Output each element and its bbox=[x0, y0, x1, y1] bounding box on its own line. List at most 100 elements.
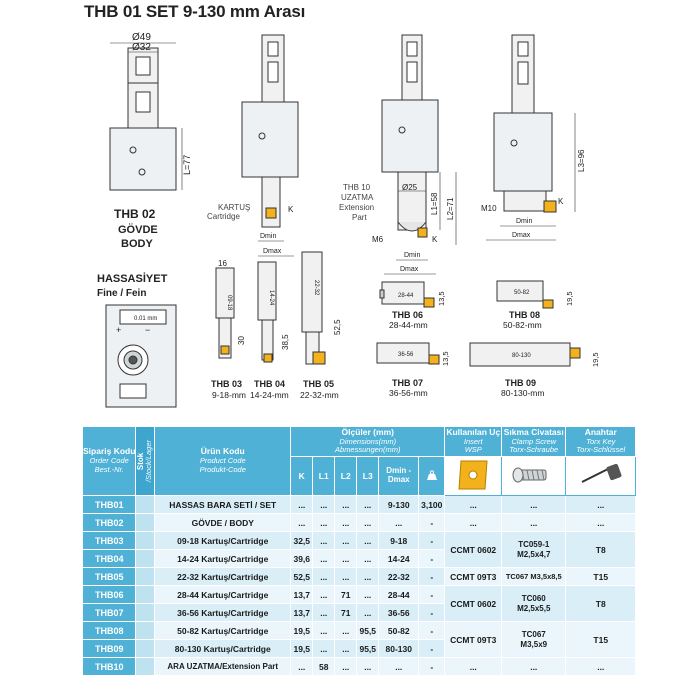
table-row: THB02 GÖVDE / BODY ... ... ... ... ... -… bbox=[81, 513, 637, 532]
screw-icon bbox=[512, 467, 547, 483]
cart07-h: 13,5 bbox=[441, 351, 450, 366]
cartridge-label-1: KARTUŞ bbox=[218, 203, 250, 212]
body-drawing bbox=[109, 47, 177, 191]
long-body-drawing bbox=[493, 34, 557, 213]
screw-image bbox=[501, 456, 567, 496]
cart05-h: 52,5 bbox=[333, 319, 342, 335]
plate-label-04: 14-24 bbox=[268, 290, 274, 306]
table-row: THB01 HASSAS BARA SETİ / SET ... ... ...… bbox=[81, 495, 637, 514]
cart09-name: THB 09 bbox=[505, 378, 536, 388]
body-name-1: THB 02 bbox=[114, 207, 156, 221]
plate-label-03: 09-18 bbox=[226, 295, 232, 311]
header-insert: Kullanılan Uç Insert WSP bbox=[444, 426, 503, 457]
precision-dial-drawing bbox=[105, 304, 177, 408]
table-row: THB10 ARA UZATMA/Extension Part ... 58 .… bbox=[81, 657, 637, 676]
col-l2: L2 bbox=[334, 456, 358, 496]
cartridge-label-2: Cartridge bbox=[207, 212, 240, 221]
page-title: THB 01 SET 9-130 mm Arası bbox=[84, 2, 306, 21]
ext-label-1: THB 10 bbox=[343, 183, 371, 192]
cart04-h: 38,5 bbox=[281, 334, 290, 350]
cart08-range: 50-82-mm bbox=[503, 320, 542, 330]
plate-label-09: 80-130 bbox=[512, 353, 531, 359]
body-with-cartridge-drawing bbox=[241, 34, 299, 228]
cart05-range: 22-32-mm bbox=[300, 390, 339, 400]
ext-label-3: Extension bbox=[339, 203, 374, 212]
k-label-1: K bbox=[288, 205, 294, 214]
col-dmin-dmax: Dmin - Dmax bbox=[378, 456, 420, 496]
header-dimensions: Ölçüler (mm) Dimensions(mm) Abmessungen(… bbox=[290, 426, 446, 457]
cart09-range: 80-130-mm bbox=[501, 388, 544, 398]
plate-label-07: 36-56 bbox=[398, 352, 414, 358]
k-label-2: K bbox=[432, 235, 438, 244]
cartridges-vertical bbox=[215, 251, 326, 365]
table-row: THB09 80-130 Kartuş/Cartridge 19,5 ... .… bbox=[81, 639, 636, 658]
precision-minus: − bbox=[145, 325, 150, 335]
body-dimensions bbox=[110, 42, 183, 190]
cart04-name: THB 04 bbox=[254, 379, 285, 389]
dmax-label-3: Dmax bbox=[512, 232, 531, 239]
body-dim-outer: Ø49 bbox=[132, 32, 151, 43]
plate-label-05: 22-32 bbox=[313, 280, 319, 296]
spec-table: Sipariş Kodu Order Code Best.-Nr. Stok/S… bbox=[81, 426, 637, 676]
cart09-h: 19,5 bbox=[591, 352, 600, 367]
cart06-h: 13,5 bbox=[437, 291, 446, 306]
col-k: K bbox=[290, 456, 314, 496]
plate-label-08: 50-82 bbox=[514, 290, 530, 296]
plate-label-06: 28-44 bbox=[398, 293, 414, 299]
precision-plus: + bbox=[116, 325, 121, 335]
header-clamp-screw: Sıkma Civatası Clamp Screw Torx-Schraube bbox=[501, 426, 567, 457]
header-torx-key: Anahtar Torx Key Torx-Schlüssel bbox=[565, 426, 637, 457]
ext-label-2: UZATMA bbox=[341, 193, 374, 202]
k-label-3: K bbox=[558, 197, 564, 206]
header-product-code: Ürün Kodu Product Code Produkt-Code bbox=[154, 426, 292, 496]
dmin-label-2: Dmin bbox=[404, 252, 420, 259]
cart04-range: 14-24-mm bbox=[250, 390, 289, 400]
table-row: THB03 09-18 Kartuş/Cartridge 32,5 ... ..… bbox=[81, 531, 637, 568]
cart03-w: 16 bbox=[218, 259, 227, 268]
cart06-name: THB 06 bbox=[392, 310, 423, 320]
cart07-name: THB 07 bbox=[392, 378, 423, 388]
precision-title: HASSASİYET bbox=[97, 272, 168, 285]
cartridges-horizontal bbox=[376, 280, 581, 367]
cart07-range: 36-56-mm bbox=[389, 388, 428, 398]
long-m10: M10 bbox=[481, 204, 497, 213]
dmax-label-1: Dmax bbox=[263, 248, 282, 255]
header-order-code: Sipariş Kodu Order Code Best.-Nr. bbox=[81, 426, 137, 496]
dmin-label-1: Dmin bbox=[260, 233, 276, 240]
cart06-range: 28-44-mm bbox=[389, 320, 428, 330]
dmin-label-3: Dmin bbox=[516, 218, 532, 225]
table-row: THB05 22-32 Kartuş/Cartridge 52,5 ... ..… bbox=[81, 567, 637, 586]
body-dim-inner: Ø32 bbox=[132, 42, 151, 53]
dmax-label-2: Dmax bbox=[400, 266, 419, 273]
cart03-range: 9-18-mm bbox=[212, 390, 246, 400]
ext-l1: L1=58 bbox=[430, 192, 439, 215]
ext-m6: M6 bbox=[372, 235, 384, 244]
precision-scale: 0.01 mm bbox=[134, 316, 157, 322]
cart03-h: 30 bbox=[237, 336, 246, 345]
body-name-2: GÖVDE bbox=[118, 223, 158, 236]
insert-image bbox=[444, 456, 503, 496]
ext-l2: L2=71 bbox=[446, 197, 455, 220]
table-row: THB06 28-44 Kartuş/Cartridge 13,7 ... 71… bbox=[81, 585, 637, 622]
technical-drawings: Ø49 Ø32 L=77 THB 02 GÖVDE BODY KARTUŞ Ca… bbox=[97, 32, 600, 408]
cart03-name: THB 03 bbox=[211, 379, 242, 389]
torx-key-image bbox=[565, 456, 637, 496]
insert-icon bbox=[458, 460, 488, 490]
body-dim-length: L=77 bbox=[182, 155, 192, 175]
precision-subtitle: Fine / Fein bbox=[97, 288, 146, 299]
table-row: THB08 50-82 Kartuş/Cartridge 19,5 ... ..… bbox=[81, 621, 637, 658]
ext-dim-d: Ø25 bbox=[402, 183, 418, 192]
weight-icon bbox=[426, 470, 437, 480]
col-weight: kg bbox=[418, 456, 446, 496]
body-name-3: BODY bbox=[121, 238, 153, 250]
ext-label-4: Part bbox=[352, 213, 367, 222]
extension-drawing bbox=[381, 34, 439, 238]
col-l3: L3 bbox=[356, 456, 380, 496]
header-stock: Stok/Stock/Lager bbox=[135, 426, 156, 496]
cart05-name: THB 05 bbox=[303, 379, 334, 389]
torx-key-icon bbox=[581, 463, 622, 483]
table-row: THB04 14-24 Kartuş/Cartridge 39,6 ... ..… bbox=[81, 549, 636, 568]
cart08-h: 19,5 bbox=[565, 291, 574, 306]
long-l3: L3=96 bbox=[577, 149, 586, 172]
cart08-name: THB 08 bbox=[509, 310, 540, 320]
